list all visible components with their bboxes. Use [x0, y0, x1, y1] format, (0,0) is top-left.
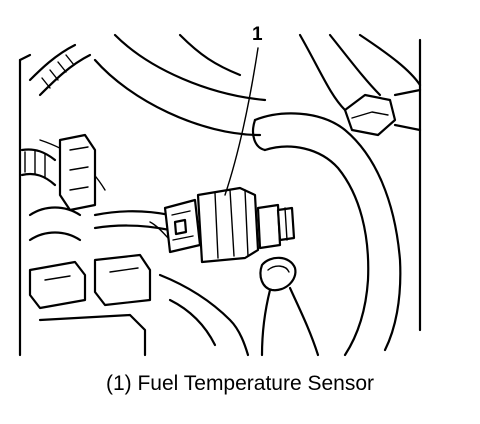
fuel-hose — [251, 112, 402, 357]
sensor-wires — [93, 210, 172, 241]
lower-left-components — [28, 253, 250, 357]
engine-sensor-illustration — [18, 33, 422, 357]
background-hoses — [39, 33, 422, 191]
callout-number: 1 — [252, 24, 263, 45]
fuel-temperature-sensor — [196, 186, 296, 264]
harness-clip — [58, 133, 97, 212]
callout-leader-line — [224, 47, 259, 196]
electrical-connector — [163, 198, 202, 254]
hex-nut — [343, 88, 422, 137]
lower-fitting — [259, 256, 320, 357]
image-frame — [18, 38, 422, 357]
wiring-harness — [20, 43, 92, 242]
figure-caption: (1) Fuel Temperature Sensor — [105, 372, 375, 395]
